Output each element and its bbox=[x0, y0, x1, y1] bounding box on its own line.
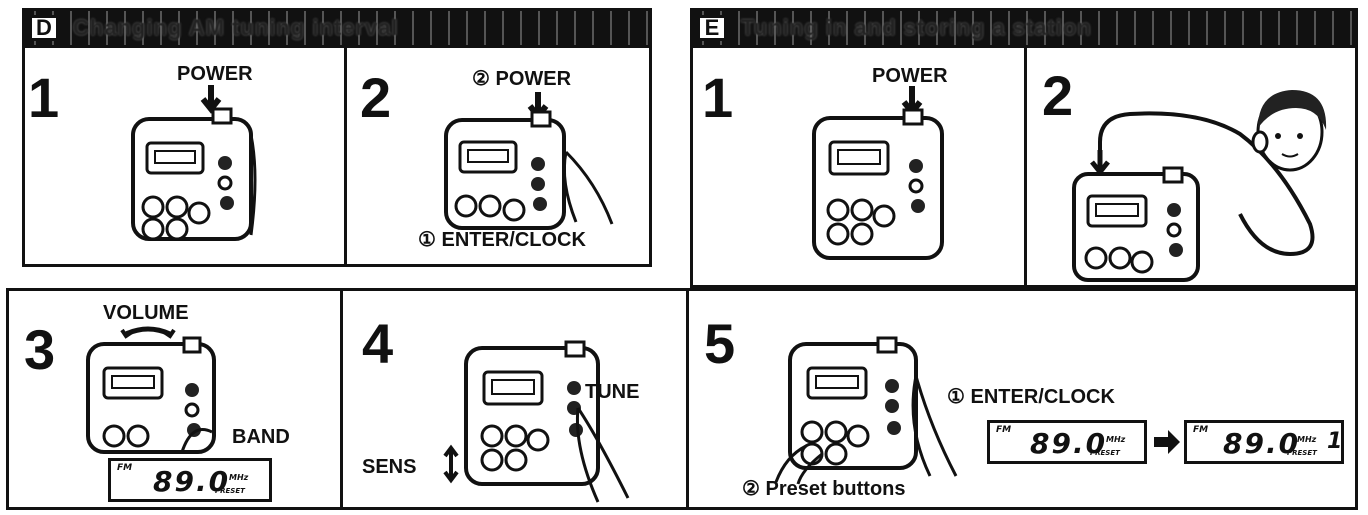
arrow-icon bbox=[120, 328, 176, 339]
radio-illustration bbox=[812, 86, 944, 260]
lcd-unit: MHz bbox=[229, 473, 249, 482]
updown-arrow-icon bbox=[443, 444, 459, 484]
tune-label: TUNE bbox=[585, 381, 640, 403]
radio-illustration bbox=[131, 85, 257, 241]
finger-icon bbox=[774, 444, 823, 485]
lcd-preset: PRESET bbox=[1090, 449, 1120, 457]
lcd-band: FM bbox=[1193, 425, 1209, 435]
step-number: 2 bbox=[360, 66, 392, 129]
section-d-title: Changing AM tuning interval bbox=[73, 15, 399, 40]
section-d-letter: D bbox=[29, 15, 59, 41]
lcd-band: FM bbox=[996, 425, 1012, 435]
volume-label: VOLUME bbox=[103, 302, 189, 324]
arrow-down-icon bbox=[200, 85, 222, 114]
lcd-preset: PRESET bbox=[215, 487, 245, 495]
step-number: 5 bbox=[704, 312, 736, 375]
power-label: POWER bbox=[177, 63, 253, 85]
lcd-display-before: FM 89.0 MHz PRESET bbox=[987, 420, 1147, 464]
lcd-band: FM bbox=[117, 463, 133, 473]
sens-label: SENS bbox=[362, 456, 417, 478]
lcd-preset-number: 1 bbox=[1327, 429, 1343, 454]
section-e-letter: E bbox=[697, 15, 727, 41]
finger-icon bbox=[562, 150, 614, 225]
step-number: 1 bbox=[28, 66, 60, 129]
radio-illustration bbox=[774, 336, 958, 485]
lcd-frequency: 89.0 bbox=[153, 465, 231, 498]
band-label: BAND bbox=[232, 426, 290, 448]
lcd-preset: PRESET bbox=[1287, 449, 1317, 457]
arrow-down-icon bbox=[1090, 150, 1110, 177]
radio-illustration bbox=[464, 340, 630, 503]
finger-icon bbox=[180, 428, 213, 453]
preset-buttons-label: ② Preset buttons bbox=[742, 478, 906, 500]
divider bbox=[1024, 45, 1027, 288]
power-label: ② POWER bbox=[472, 68, 572, 90]
divider bbox=[344, 45, 347, 267]
divider bbox=[686, 288, 689, 510]
radio-illustration bbox=[86, 326, 216, 454]
lcd-unit: MHz bbox=[1297, 435, 1317, 444]
arrow-right-icon bbox=[1154, 430, 1180, 454]
radio-headphones-illustration bbox=[1072, 90, 1327, 282]
enter-clock-label: ① ENTER/CLOCK bbox=[418, 229, 586, 251]
bottom-panel bbox=[6, 288, 1358, 510]
lcd-frequency: 89.0 bbox=[1223, 427, 1301, 460]
lcd-frequency: 89.0 bbox=[1030, 427, 1108, 460]
section-e-title: Tuning in and storing a station bbox=[741, 15, 1092, 40]
step-number: 4 bbox=[362, 312, 394, 375]
step-number: 2 bbox=[1042, 64, 1074, 127]
lcd-display: FM 89.0 MHz PRESET bbox=[108, 458, 272, 502]
divider bbox=[340, 288, 343, 510]
lcd-display-after: FM 89.0 MHz PRESET 1 bbox=[1184, 420, 1344, 464]
finger-icon bbox=[911, 375, 958, 477]
power-label: POWER bbox=[872, 65, 948, 87]
lcd-unit: MHz bbox=[1106, 435, 1126, 444]
radio-illustration bbox=[444, 92, 614, 230]
person-head-icon bbox=[1251, 90, 1327, 172]
section-e-header: E Tuning in and storing a station bbox=[690, 8, 1358, 48]
section-d-header: D Changing AM tuning interval bbox=[22, 8, 652, 48]
enter-clock-label: ① ENTER/CLOCK bbox=[947, 386, 1115, 408]
finger-icon bbox=[575, 407, 630, 503]
step-number: 1 bbox=[702, 66, 734, 129]
arrow-down-icon bbox=[901, 86, 923, 117]
step-number: 3 bbox=[24, 318, 56, 381]
